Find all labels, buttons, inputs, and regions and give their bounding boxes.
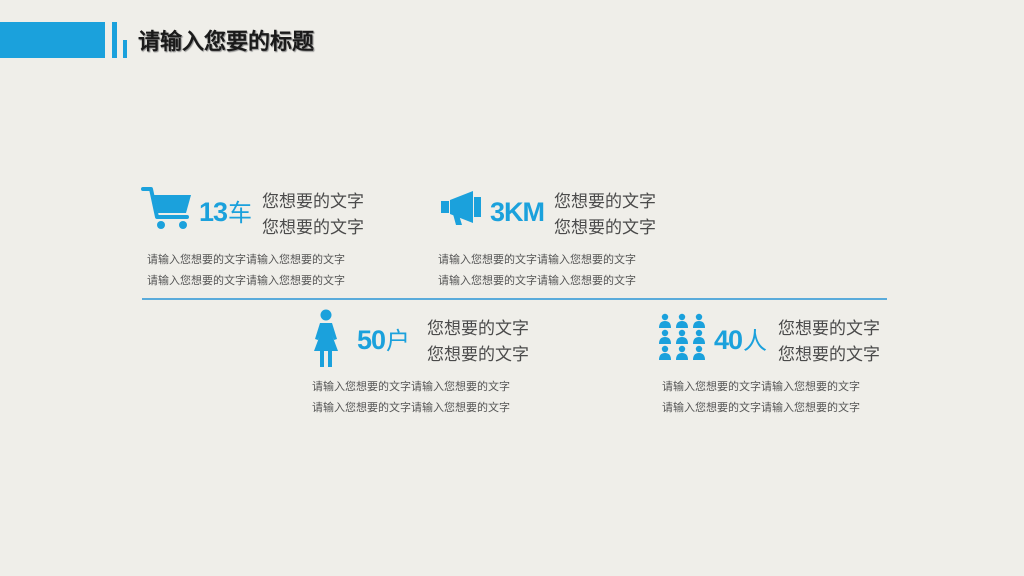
woman-icon bbox=[314, 309, 338, 367]
stat-labels: 您想要的文字 您想要的文字 bbox=[778, 316, 880, 368]
stat-unit: 车 bbox=[228, 199, 253, 227]
description-line: 请输入您想要的文字请输入您想要的文字 bbox=[662, 380, 860, 393]
stat-label: 您想要的文字 bbox=[778, 319, 880, 339]
stat-label: 您想要的文字 bbox=[262, 192, 364, 212]
stat-number: 3KM bbox=[490, 197, 545, 227]
stat-label: 您想要的文字 bbox=[554, 192, 656, 212]
description-line: 请输入您想要的文字请输入您想要的文字 bbox=[662, 401, 860, 414]
description-line: 请输入您想要的文字请输入您想要的文字 bbox=[312, 380, 510, 393]
header-accent-bar bbox=[0, 22, 105, 58]
stat-label: 您想要的文字 bbox=[427, 345, 529, 365]
stat-label: 您想要的文字 bbox=[262, 218, 364, 238]
megaphone-icon bbox=[441, 191, 481, 225]
stat-description: 请输入您想要的文字请输入您想要的文字 请输入您想要的文字请输入您想要的文字 bbox=[438, 249, 636, 291]
stat-value: 3KM bbox=[490, 199, 545, 226]
stat-unit: 户 bbox=[386, 327, 411, 355]
description-line: 请输入您想要的文字请输入您想要的文字 bbox=[438, 274, 636, 287]
shopping-cart-icon bbox=[141, 187, 191, 229]
stat-labels: 您想要的文字 您想要的文字 bbox=[554, 189, 656, 241]
stat-labels: 您想要的文字 您想要的文字 bbox=[262, 189, 364, 241]
description-line: 请输入您想要的文字请输入您想要的文字 bbox=[147, 253, 345, 266]
description-line: 请输入您想要的文字请输入您想要的文字 bbox=[147, 274, 345, 287]
stat-number: 13 bbox=[199, 197, 228, 227]
stat-label: 您想要的文字 bbox=[778, 345, 880, 365]
group-people-icon bbox=[659, 313, 705, 360]
header-accent-stripe bbox=[112, 22, 117, 58]
stat-description: 请输入您想要的文字请输入您想要的文字 请输入您想要的文字请输入您想要的文字 bbox=[662, 376, 860, 418]
stat-value: 13车 bbox=[199, 199, 252, 226]
divider-line bbox=[142, 298, 887, 300]
stat-unit: 人 bbox=[743, 327, 768, 355]
stat-value: 40人 bbox=[714, 327, 767, 354]
stat-number: 40 bbox=[714, 325, 743, 355]
description-line: 请输入您想要的文字请输入您想要的文字 bbox=[312, 401, 510, 414]
page-title: 请输入您要的标题 bbox=[138, 30, 315, 55]
header-accent-stripe-short bbox=[123, 40, 127, 58]
stat-labels: 您想要的文字 您想要的文字 bbox=[427, 316, 529, 368]
stat-description: 请输入您想要的文字请输入您想要的文字 请输入您想要的文字请输入您想要的文字 bbox=[312, 376, 510, 418]
stat-label: 您想要的文字 bbox=[554, 218, 656, 238]
stat-number: 50 bbox=[357, 325, 386, 355]
description-line: 请输入您想要的文字请输入您想要的文字 bbox=[438, 253, 636, 266]
stat-label: 您想要的文字 bbox=[427, 319, 529, 339]
stat-value: 50户 bbox=[357, 327, 410, 354]
stat-description: 请输入您想要的文字请输入您想要的文字 请输入您想要的文字请输入您想要的文字 bbox=[147, 249, 345, 291]
